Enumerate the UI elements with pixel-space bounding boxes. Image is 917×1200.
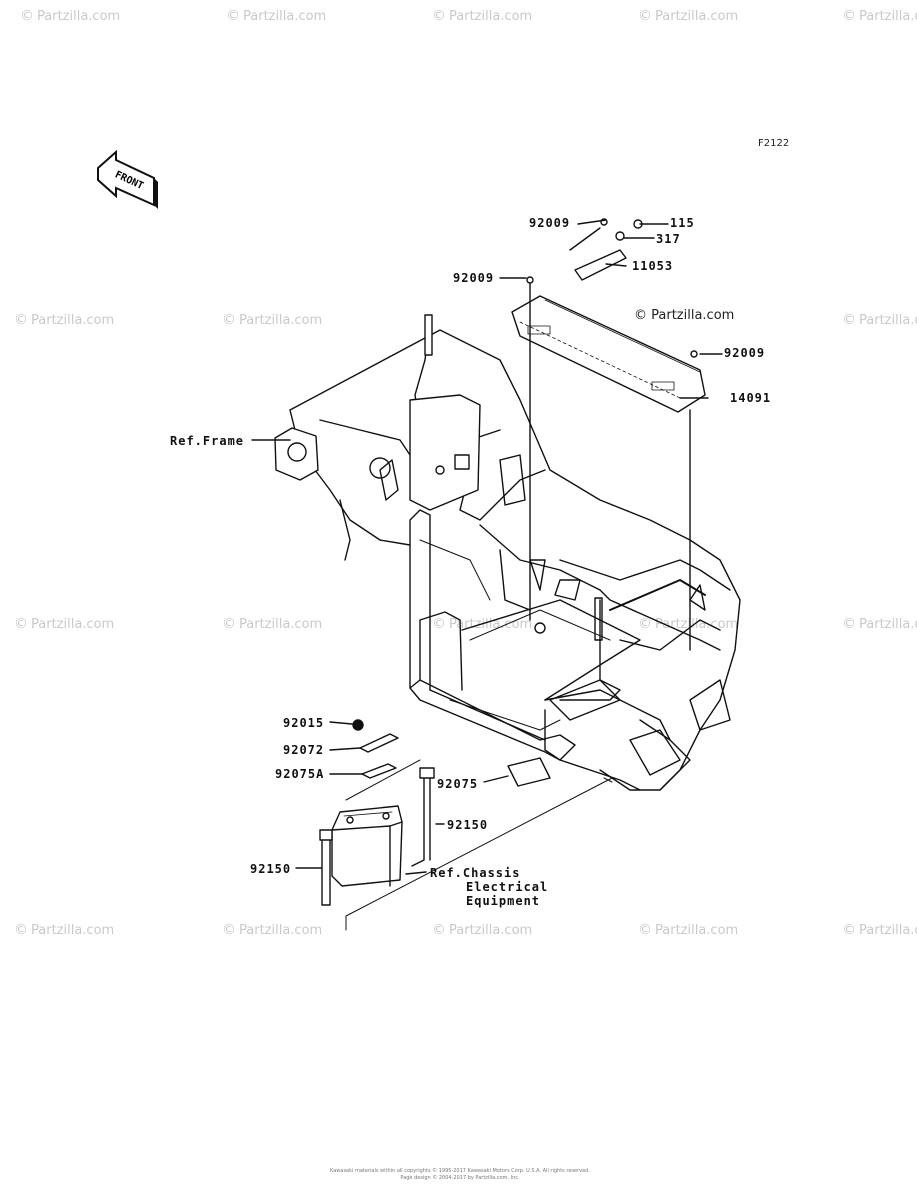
watermark: ©Partzilla.com [14, 922, 115, 938]
part-label: 92009 [529, 216, 571, 230]
part-label: 92150 [447, 818, 489, 832]
watermark: ©Partzilla.com [842, 616, 917, 632]
part-label: 92075 [437, 777, 479, 791]
part-label: 92015 [283, 716, 325, 730]
watermark: ©Partzilla.com [226, 8, 327, 24]
part-label: 115 [670, 216, 695, 230]
part-label: 11053 [632, 259, 674, 273]
copyright-notice: Kawasaki materials within all copyrights… [330, 1168, 590, 1181]
brand-mark: © Partzilla.com [634, 308, 735, 323]
watermark: ©Partzilla.com [222, 616, 323, 632]
watermark: ©Partzilla.com [638, 8, 739, 24]
watermark: ©Partzilla.com [842, 8, 917, 24]
figure-code: F2122 [758, 138, 790, 149]
ref-chassis-label: Ref.Chassis [430, 866, 521, 880]
watermark: ©Partzilla.com [638, 922, 739, 938]
watermark: ©Partzilla.com [20, 8, 121, 24]
watermark: ©Partzilla.com [222, 922, 323, 938]
front-arrow-icon: FRONT [97, 149, 158, 209]
part-label: 92075A [275, 767, 325, 781]
watermark: ©Partzilla.com [14, 616, 115, 632]
watermark: ©Partzilla.com [842, 922, 917, 938]
ref-chassis-label: Equipment [466, 894, 541, 908]
part-label: 14091 [730, 391, 772, 405]
watermark: ©Partzilla.com [842, 312, 917, 328]
watermark: ©Partzilla.com [222, 312, 323, 328]
part-label: 317 [656, 232, 681, 246]
ref-frame-label: Ref.Frame [170, 434, 245, 448]
ref-chassis-label: Electrical [466, 880, 549, 894]
part-label: 92072 [283, 743, 325, 757]
part-label: 92150 [250, 862, 292, 876]
part-label: 92009 [724, 346, 766, 360]
part-label: 92009 [453, 271, 495, 285]
watermark: ©Partzilla.com [432, 8, 533, 24]
watermark: ©Partzilla.com [432, 922, 533, 938]
watermark: ©Partzilla.com [14, 312, 115, 328]
